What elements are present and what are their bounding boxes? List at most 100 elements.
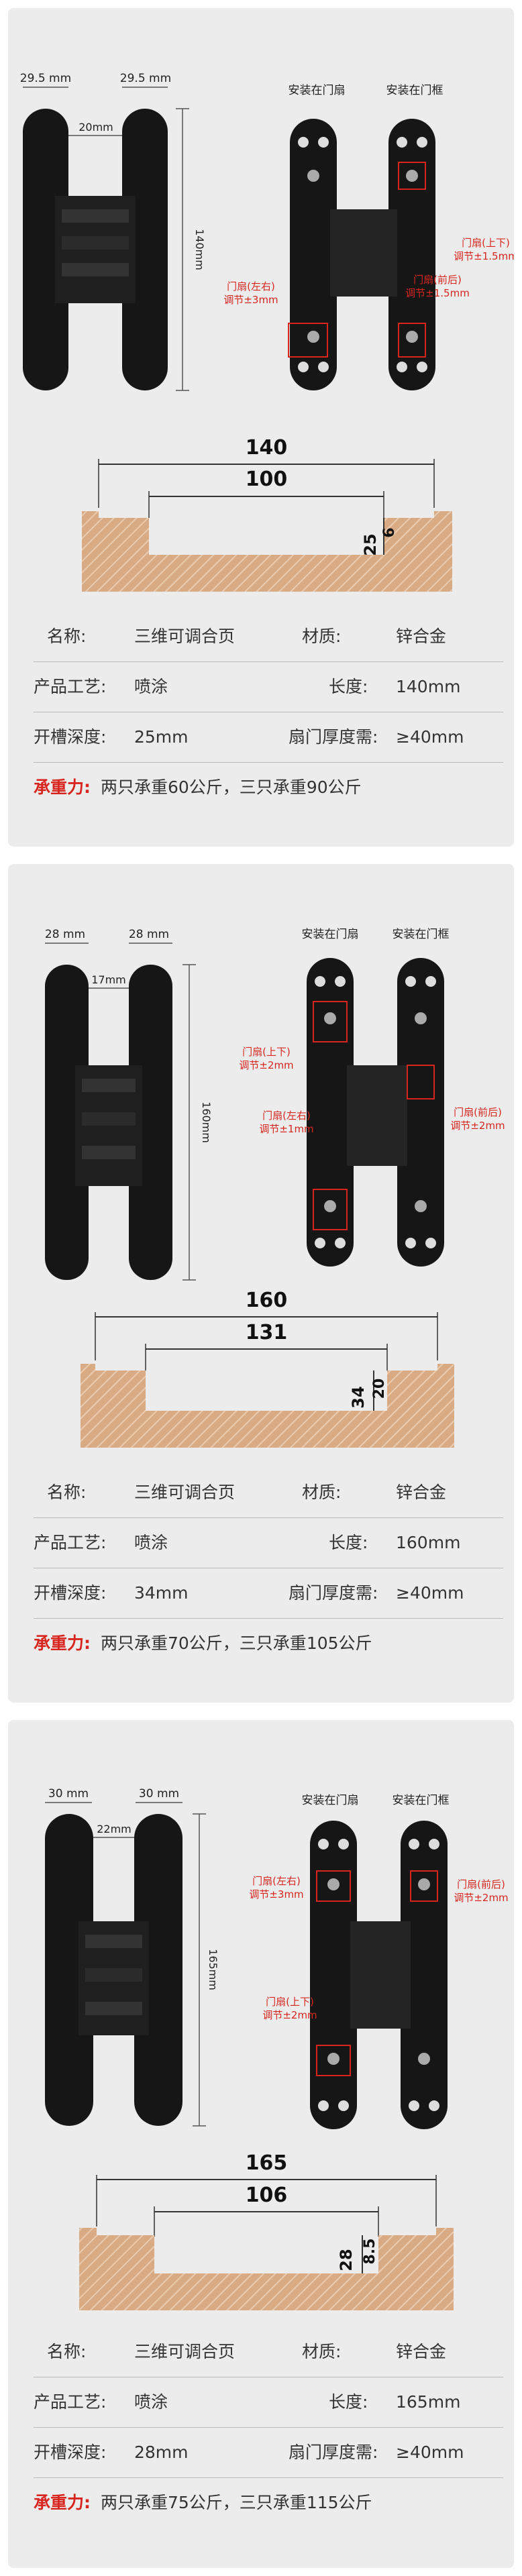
install-frame-label: 安装在门框 [393,928,450,941]
side-width-right-label: 29.5 mm [120,72,171,85]
slot-depth-label: 25 [361,533,380,555]
load-label: 承重力: [34,1633,91,1653]
length-value: 140mm [396,677,461,696]
adjust-left-value: 调节±2mm [239,1059,293,1071]
slot-outer-label: 160 [246,1289,288,1312]
load-value: 两只承重70公斤，三只承重105公斤 [101,1633,372,1653]
process-value: 喷涂 [134,1533,168,1552]
hinge-front-view: 28 mm 28 mm 17mm 160mm [45,928,213,1281]
adjust-left-value: 调节±3mm [249,1888,303,1900]
side-width-left-label: 28 mm [45,928,85,941]
length-value: 160mm [396,1533,461,1552]
thickness-value: ≥40mm [396,727,464,747]
adjust-right-title: 门扇(前后) [454,1106,502,1118]
material-value: 锌合金 [396,627,447,646]
load-label: 承重力: [34,777,91,797]
adjust-right-title: 门扇(上下) [462,237,510,249]
process-value: 喷涂 [134,677,168,696]
length-value: 165mm [396,2392,461,2412]
adjust-mid-title: 门扇(上下) [266,1996,314,2008]
slot-outer-label: 140 [246,436,288,460]
name-label: 名称: [47,2342,87,2361]
spec-row: 产品工艺: 喷涂 长度: 165mm [34,2377,503,2428]
product-card-140: 29.5 mm 29.5 mm 20mm 140mm 安装在门扇 安装在门框 [8,8,514,847]
slot-depth-label: 34 [349,1386,368,1408]
adjust-mid-value: 调节±1.5mm [405,287,470,299]
spec-row: 产品工艺: 喷涂 长度: 140mm [34,662,503,712]
spec-row: 产品工艺: 喷涂 长度: 160mm [34,1518,503,1568]
slot-inner-label: 131 [246,1321,288,1344]
adjust-mid-value: 调节±1mm [259,1123,313,1135]
hinge-front-view: 30 mm 30 mm 22mm 165mm [45,1787,219,2127]
install-door-label: 安装在门扇 [302,1794,359,1807]
product-diagram: 30 mm 30 mm 22mm 165mm 安装在门扇 安装在门框 [45,1787,509,2310]
length-label: 长度: [329,1533,368,1552]
slot-inner-label: 106 [246,2184,288,2207]
center-gap-label: 20mm [79,121,113,133]
product-diagram: 29.5 mm 29.5 mm 20mm 140mm 安装在门扇 安装在门框 [20,72,514,592]
install-frame-label: 安装在门框 [386,84,443,97]
spec-table: 名称: 三维可调合页 材质: 锌合金 产品工艺: 喷涂 长度: 140mm 开槽… [34,612,503,812]
thickness-value: ≥40mm [396,1583,464,1603]
install-door-label: 安装在门扇 [289,84,346,97]
material-label: 材质: [302,1483,342,1502]
adjust-right-value: 调节±2mm [450,1120,505,1132]
depth-label: 开槽深度: [34,727,107,747]
name-value: 三维可调合页 [134,627,236,646]
spec-row: 名称: 三维可调合页 材质: 锌合金 [34,612,503,662]
adjust-left-value: 调节±3mm [223,294,278,306]
install-frame-label: 安装在门框 [393,1794,450,1807]
name-value: 三维可调合页 [134,2342,236,2361]
depth-value: 25mm [134,727,189,747]
adjust-mid-title: 门扇(前后) [413,274,462,286]
slot-diagram: 160 131 34 20 [81,1289,454,1448]
material-value: 锌合金 [396,2342,447,2361]
depth-label: 开槽深度: [34,2443,107,2462]
name-value: 三维可调合页 [134,1483,236,1502]
depth-label: 开槽深度: [34,1583,107,1603]
depth-value: 28mm [134,2443,189,2462]
hinge-install-view: 安装在门扇 安装在门框 门扇(上下) 调节±2mm 门扇(左右) 调节±1mm … [239,928,505,1267]
thickness-label: 扇门厚度需: [289,2443,378,2462]
thickness-label: 扇门厚度需: [289,727,378,747]
product-card-165: 30 mm 30 mm 22mm 165mm 安装在门扇 安装在门框 [8,1720,514,2568]
material-value: 锌合金 [396,1483,447,1502]
install-door-label: 安装在门扇 [302,928,359,941]
load-value: 两只承重75公斤，三只承重115公斤 [101,2493,372,2512]
slot-side-label: 6 [381,527,398,537]
adjust-left-title: 门扇(上下) [242,1046,291,1058]
process-label: 产品工艺: [34,1533,107,1552]
adjust-right-value: 调节±1.5mm [454,250,514,262]
spec-row: 名称: 三维可调合页 材质: 锌合金 [34,1468,503,1518]
process-label: 产品工艺: [34,677,107,696]
height-label: 165mm [207,1949,219,1990]
spec-row: 名称: 三维可调合页 材质: 锌合金 [34,2327,503,2377]
adjust-right-value: 调节±2mm [454,1892,508,1904]
spec-table: 名称: 三维可调合页 材质: 锌合金 产品工艺: 喷涂 长度: 160mm 开槽… [34,1468,503,1668]
spec-table: 名称: 三维可调合页 材质: 锌合金 产品工艺: 喷涂 长度: 165mm 开槽… [34,2327,503,2528]
material-label: 材质: [302,2342,342,2361]
adjust-mid-title: 门扇(左右) [262,1110,311,1122]
slot-diagram: 140 100 25 6 [82,436,452,592]
slot-outer-label: 165 [246,2151,288,2175]
slot-depth-label: 28 [337,2249,356,2271]
load-label: 承重力: [34,2493,91,2512]
slot-inner-label: 100 [246,468,288,491]
adjust-mid-value: 调节±2mm [262,2009,317,2021]
side-width-left-label: 29.5 mm [20,72,71,85]
adjust-right-title: 门扇(前后) [457,1878,505,1890]
side-width-right-label: 30 mm [139,1787,179,1801]
process-value: 喷涂 [134,2392,168,2412]
product-card-160: 28 mm 28 mm 17mm 160mm 安装在门扇 安装在门框 [8,864,514,1703]
name-label: 名称: [47,1483,87,1502]
length-label: 长度: [329,2392,368,2412]
hinge-front-view: 29.5 mm 29.5 mm 20mm 140mm [20,72,206,391]
slot-side-label: 20 [371,1379,388,1399]
product-diagram: 28 mm 28 mm 17mm 160mm 安装在门扇 安装在门框 [45,928,505,1448]
load-value: 两只承重60公斤，三只承重90公斤 [101,777,362,797]
name-label: 名称: [47,627,87,646]
process-label: 产品工艺: [34,2392,107,2412]
thickness-value: ≥40mm [396,2443,464,2462]
spec-row: 开槽深度: 34mm 扇门厚度需: ≥40mm [34,1568,503,1619]
